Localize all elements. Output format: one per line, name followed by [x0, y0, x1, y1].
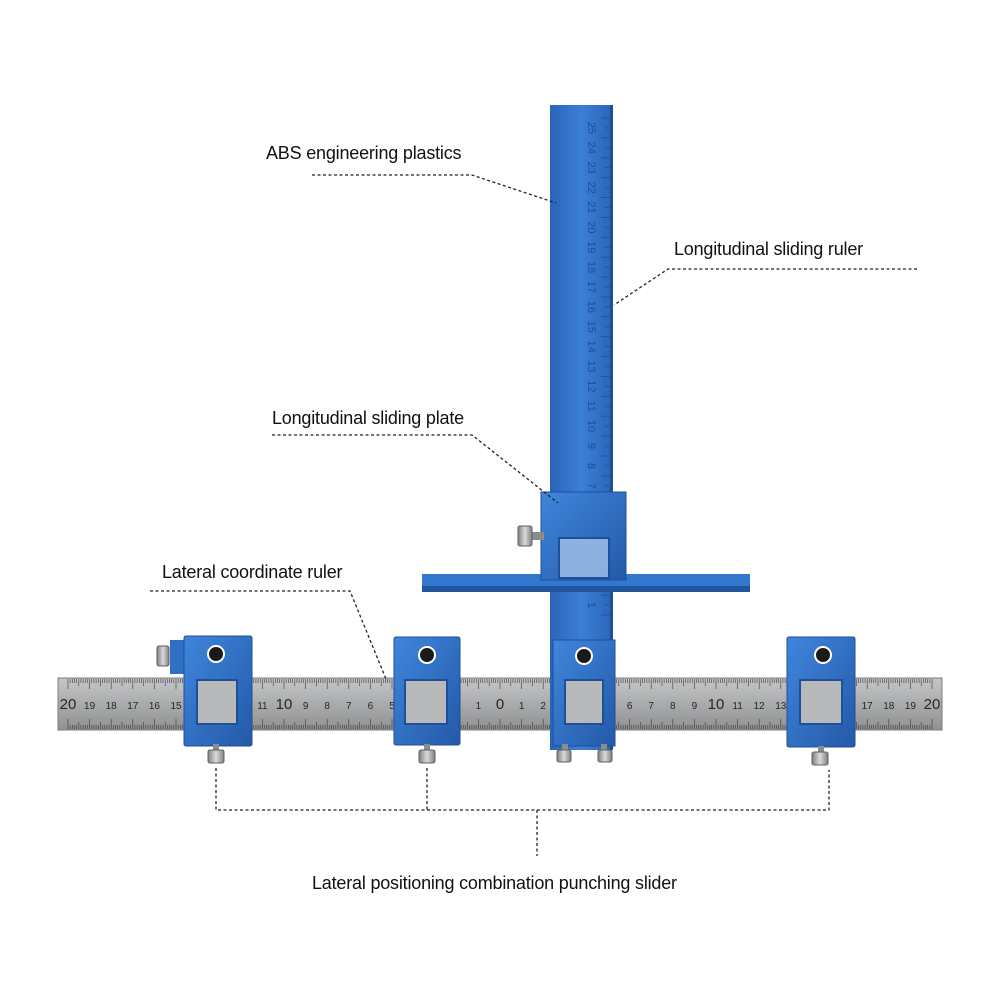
- vertical-ruler-label: 17: [585, 281, 597, 293]
- steel-ruler-label: 8: [324, 701, 330, 712]
- crossbar-shadow: [422, 586, 750, 592]
- vertical-ruler-label: 20: [585, 221, 597, 233]
- leader-lateral-ruler: [150, 590, 387, 680]
- punching-slider-right: [786, 636, 856, 766]
- steel-ruler-label: 18: [106, 701, 118, 712]
- steel-ruler-label: 0: [496, 696, 504, 713]
- vertical-ruler-edge: [610, 105, 613, 750]
- steel-ruler-label: 2: [540, 701, 546, 712]
- callout-longitudinal-ruler: Longitudinal sliding ruler: [674, 239, 863, 259]
- leader-abs-material: [312, 174, 557, 204]
- vertical-ruler-label: 18: [585, 261, 597, 273]
- steel-ruler-label: 17: [862, 701, 874, 712]
- middle-slider-drill-hole: [418, 646, 436, 664]
- steel-ruler-label: 20: [60, 696, 77, 713]
- vertical-ruler-label: 12: [585, 380, 597, 392]
- vertical-ruler-label: 15: [585, 321, 597, 333]
- steel-ruler-label: 16: [149, 701, 161, 712]
- callout-punching-slider: Lateral positioning combination punching…: [312, 873, 677, 893]
- vertical-ruler-label: 9: [585, 443, 597, 449]
- right-slider-drill-hole: [814, 646, 832, 664]
- steel-ruler-label: 17: [127, 701, 139, 712]
- steel-ruler-label: 7: [346, 701, 352, 712]
- steel-ruler-label: 15: [170, 701, 182, 712]
- steel-ruler-label: 1: [519, 701, 525, 712]
- sliding-plate-window-frame: [558, 537, 610, 579]
- center-drill-hole: [575, 647, 593, 665]
- left-slider-side-tab: [170, 640, 186, 674]
- plate-thumbscrew-shaft: [530, 532, 544, 540]
- steel-ruler-label: 19: [84, 701, 96, 712]
- steel-ruler-label: 6: [368, 701, 374, 712]
- vertical-ruler-label: 24: [585, 142, 597, 154]
- steel-ruler-label: 10: [276, 696, 293, 713]
- vertical-ruler-label: 8: [585, 463, 597, 469]
- center-screw-left-shaft: [562, 744, 568, 750]
- vertical-ruler-label: 16: [585, 301, 597, 313]
- plate-thumbscrew[interactable]: [517, 525, 533, 547]
- left-slider-screw[interactable]: [207, 749, 225, 764]
- steel-ruler-label: 12: [754, 701, 766, 712]
- middle-slider-screw-shaft: [424, 744, 430, 750]
- vertical-ruler-label: 7: [585, 483, 597, 489]
- vertical-ruler-label: 13: [585, 360, 597, 372]
- crossbar-body: [422, 574, 750, 588]
- right-slider-screw[interactable]: [811, 751, 829, 766]
- center-screw-right-shaft: [601, 744, 607, 750]
- punching-slider-left: [156, 635, 253, 764]
- center-screw-right[interactable]: [597, 749, 613, 763]
- steel-ruler-label: 20: [924, 696, 941, 713]
- steel-ruler-label: 18: [883, 701, 895, 712]
- left-slider-screw-shaft: [213, 744, 219, 750]
- steel-ruler-label: 5: [389, 701, 395, 712]
- center-screw-left[interactable]: [556, 749, 572, 763]
- vertical-ruler-label: 22: [585, 181, 597, 193]
- middle-slider-screw[interactable]: [418, 749, 436, 764]
- steel-ruler-label: 19: [905, 701, 917, 712]
- vertical-ruler-label: 23: [585, 162, 597, 174]
- steel-ruler-label: 13: [775, 701, 787, 712]
- left-slider-side-screw[interactable]: [156, 645, 170, 667]
- callout-lateral-ruler: Lateral coordinate ruler: [162, 562, 343, 582]
- crossbar: [422, 574, 750, 592]
- leader-longitudinal-plate: [272, 434, 559, 504]
- vertical-ruler-label: 21: [585, 201, 597, 213]
- steel-ruler-label: 9: [303, 701, 309, 712]
- vertical-ruler-label: 10: [585, 420, 597, 432]
- punching-slider-middle: [393, 636, 461, 764]
- steel-ruler-label: 10: [708, 696, 725, 713]
- left-slider-window: [196, 679, 238, 725]
- center-drill-guide: [552, 639, 616, 763]
- vertical-ruler-label: 1: [585, 602, 597, 608]
- right-slider-screw-shaft: [818, 746, 824, 752]
- steel-ruler-label: 11: [732, 701, 743, 712]
- left-slider-drill-hole: [207, 645, 225, 663]
- callout-abs-material: ABS engineering plastics: [266, 143, 462, 163]
- sliding-plate-window: [559, 538, 609, 578]
- vertical-ruler-label: 25: [585, 122, 597, 134]
- vertical-ruler-label: 19: [585, 241, 597, 253]
- leader-slider-bracket: [215, 768, 830, 811]
- callout-longitudinal-plate: Longitudinal sliding plate: [272, 408, 464, 428]
- steel-ruler-label: 1: [476, 701, 482, 712]
- leader-longitudinal-ruler: [613, 268, 917, 306]
- steel-ruler-labels: 2019181716151413121110987654321012345678…: [60, 696, 941, 713]
- steel-ruler-label: 6: [627, 701, 633, 712]
- vertical-ruler-label: 14: [585, 340, 597, 352]
- center-guide-window: [564, 679, 604, 725]
- middle-slider-window: [404, 679, 448, 725]
- steel-ruler-label: 9: [692, 701, 698, 712]
- vertical-ruler-label: 11: [585, 401, 597, 412]
- right-slider-window: [799, 679, 843, 725]
- steel-ruler-label: 11: [257, 701, 268, 712]
- steel-ruler-label: 7: [648, 701, 654, 712]
- steel-ruler-label: 8: [670, 701, 676, 712]
- longitudinal-sliding-plate: [517, 491, 627, 581]
- annotation-leaders: [150, 174, 917, 856]
